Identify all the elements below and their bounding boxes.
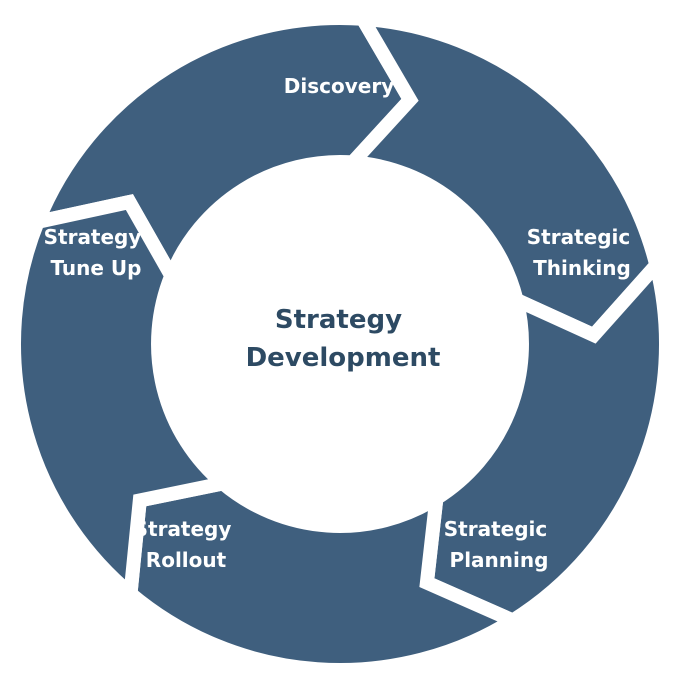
stage-label-discovery: Discovery [284, 74, 394, 98]
stage-label-strategy-tune-up: Strategy Tune Up [44, 225, 149, 280]
stage-label-strategic-thinking-line1: Strategic [527, 225, 630, 249]
cycle-labels: Discovery Strategic Thinking Strategic P… [44, 74, 637, 572]
center-title-line1: Strategy [275, 305, 402, 335]
stage-label-strategic-thinking: Strategic Thinking [527, 225, 637, 280]
stage-label-discovery-line1: Discovery [284, 74, 394, 98]
stage-label-strategy-rollout-line1: Strategy [134, 517, 232, 541]
center-title: Strategy Development [246, 305, 441, 373]
stage-label-strategy-tune-up-line2: Tune Up [50, 256, 141, 280]
stage-label-strategic-thinking-line2: Thinking [533, 256, 631, 280]
stage-label-strategic-planning: Strategic Planning [444, 517, 554, 572]
stage-label-strategy-rollout: Strategy Rollout [134, 517, 239, 572]
stage-label-strategy-tune-up-line1: Strategy [44, 225, 142, 249]
stage-label-strategic-planning-line2: Planning [450, 548, 549, 572]
cycle-segment-strategic-thinking [337, 10, 664, 344]
cycle-segment-strategy-tune-up [7, 194, 239, 608]
stage-label-strategic-planning-line1: Strategic [444, 517, 547, 541]
cycle-segments [7, 10, 673, 677]
stage-label-strategy-rollout-line2: Rollout [146, 548, 227, 572]
center-title-line2: Development [246, 343, 441, 373]
